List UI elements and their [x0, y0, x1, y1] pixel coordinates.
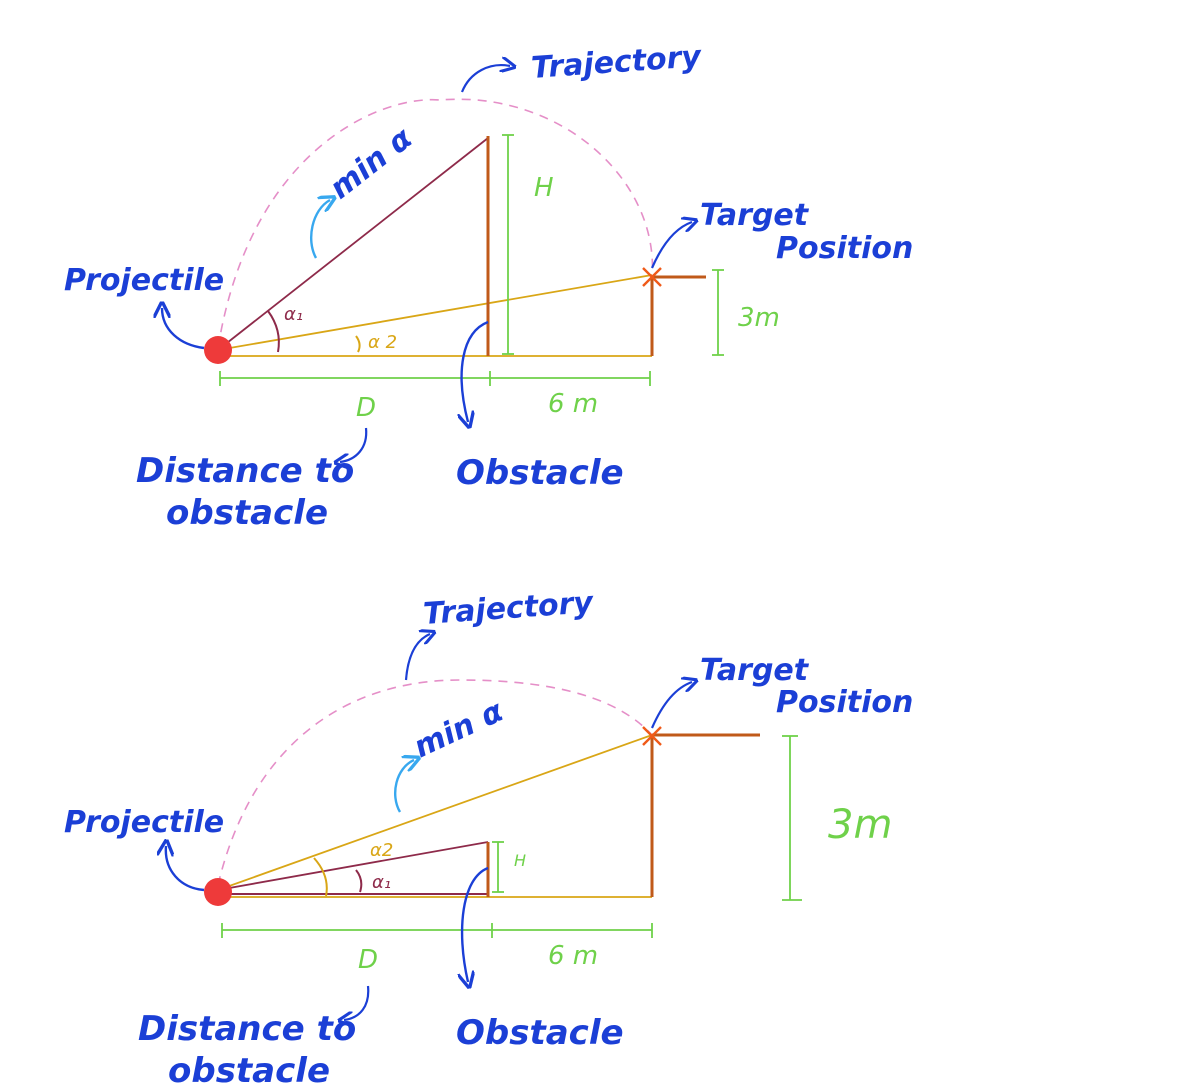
bottom-projectile-arrow	[166, 846, 205, 892]
bottom-projectile-ball	[204, 878, 232, 906]
top-alpha1-label: α₁	[284, 304, 303, 325]
bottom-trajectory-arrow	[404, 634, 430, 681]
top-projectile-label: Projectile	[64, 263, 224, 298]
top-projectile-ball	[204, 336, 232, 364]
bottom-target-line	[217, 734, 653, 891]
bottom-3m-marker	[782, 735, 802, 901]
bottom-target-label-line1: Target	[700, 653, 810, 688]
top-min-alpha-line	[217, 137, 489, 351]
top-6m-marker	[490, 371, 651, 386]
bottom-diagram: Trajectory min α Projectile Target Posit…	[64, 585, 913, 1091]
top-target-arrow	[650, 222, 692, 269]
bottom-6m-label: 6 m	[548, 941, 598, 971]
top-obstacle-label: Obstacle	[456, 453, 624, 493]
top-distance-symbol: D	[356, 393, 376, 423]
top-height-marker	[502, 134, 514, 355]
bottom-height-marker	[492, 841, 504, 893]
bottom-alpha1-arc	[355, 869, 363, 893]
top-obstacle-arrow	[462, 320, 489, 422]
bottom-target-arrow	[650, 682, 692, 729]
bottom-trajectory-label: Trajectory	[422, 585, 595, 632]
bottom-target-label-line2: Position	[776, 685, 913, 720]
top-projectile-arrow	[162, 308, 205, 350]
bottom-distance-label-line1: Distance to	[138, 1009, 356, 1049]
bottom-projectile-label: Projectile	[64, 805, 224, 840]
bottom-alpha1-label: α₁	[372, 872, 391, 893]
top-target-label-line1: Target	[700, 198, 810, 233]
bottom-target-x-marker	[642, 726, 662, 746]
top-height-label: H	[534, 173, 554, 203]
top-alpha1-arc	[267, 310, 280, 353]
bottom-height-label: H	[514, 851, 526, 870]
top-trajectory-arc	[217, 98, 654, 349]
top-3m-marker	[712, 269, 724, 356]
bottom-obstacle-arrow	[462, 866, 489, 982]
bottom-min-alpha-arrow	[393, 760, 414, 813]
bottom-trajectory-arc	[217, 679, 653, 886]
bottom-alpha2-label: α2	[370, 840, 393, 861]
top-target-x-marker	[642, 267, 662, 287]
bottom-distance-marker	[221, 923, 493, 938]
bottom-alpha2-arc	[313, 857, 328, 897]
bottom-distance-symbol: D	[358, 945, 378, 975]
top-target-label-line2: Position	[776, 231, 913, 266]
top-6m-label: 6 m	[548, 389, 598, 419]
top-distance-marker	[219, 371, 491, 386]
bottom-distance-arrow	[344, 985, 370, 1020]
bottom-obstacle-label: Obstacle	[456, 1013, 624, 1053]
top-distance-label-line2: obstacle	[166, 493, 328, 533]
top-min-alpha-arrow	[309, 200, 330, 259]
bottom-3m-label: 3m	[828, 802, 892, 848]
top-diagram: Trajectory min α Projectile Target Posit…	[64, 39, 913, 533]
top-alpha2-label: α 2	[368, 332, 397, 353]
top-trajectory-label: Trajectory	[530, 39, 703, 86]
top-distance-label-line1: Distance to	[136, 451, 354, 491]
bottom-min-alpha-label: min α	[409, 694, 509, 766]
bottom-min-alpha-line	[217, 841, 489, 891]
top-target-line	[217, 274, 653, 351]
top-3m-label: 3m	[738, 303, 780, 333]
top-min-alpha-label: min α	[323, 121, 419, 207]
bottom-6m-marker	[492, 923, 653, 938]
top-distance-arrow	[340, 427, 368, 462]
top-alpha2-arc	[355, 335, 361, 353]
top-trajectory-arrow	[460, 65, 510, 93]
bottom-distance-label-line2: obstacle	[168, 1051, 330, 1091]
